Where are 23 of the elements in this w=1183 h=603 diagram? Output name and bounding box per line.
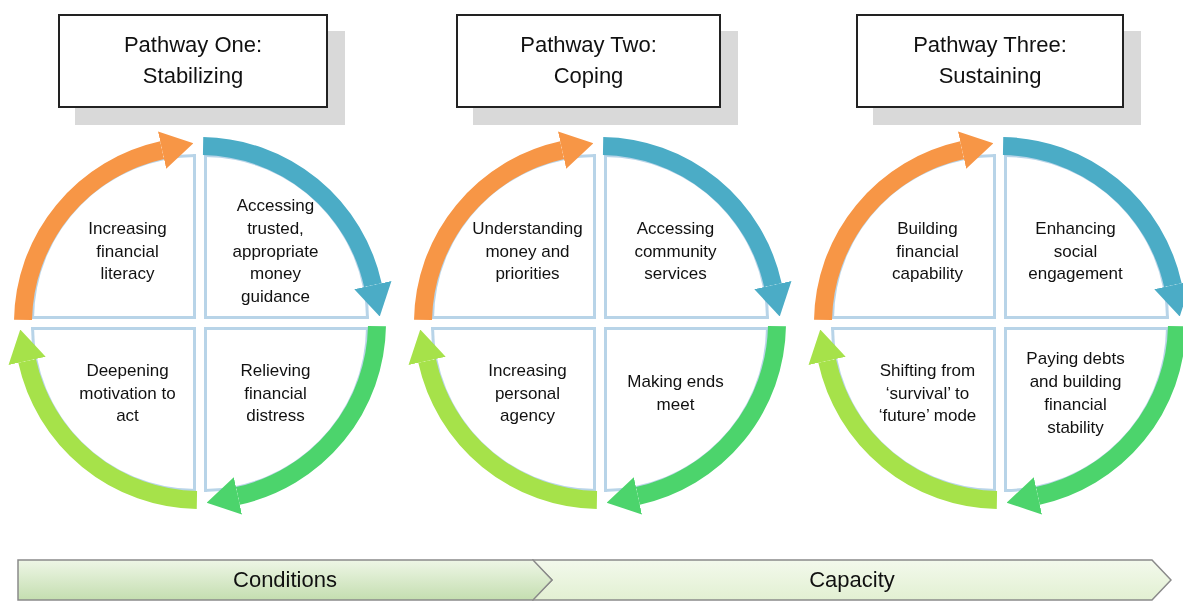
quadrant-label: Enhancing social engagement (1027, 217, 1124, 286)
quadrant-label: Accessing trusted, appropriate money guidance (231, 194, 320, 309)
chevron-label: Capacity (809, 567, 895, 593)
quadrant-label: Paying debts and building financial stability (1025, 348, 1126, 439)
quadrant-label: Increasing personal agency (487, 359, 568, 428)
quadrant-label: Relieving financial distress (239, 359, 312, 428)
chevron-bar (17, 559, 553, 601)
pathway-title-box: Pathway One: Stabilizing (58, 14, 328, 108)
quadrant-label: Deepening motivation to act (78, 359, 177, 428)
chevron-label: Conditions (233, 567, 337, 593)
cycle-arrow (408, 330, 598, 509)
cycle-arrow (8, 330, 198, 509)
cycle-arrow (14, 131, 193, 321)
cycle-arrow (808, 330, 998, 509)
chevron-bar (532, 559, 1172, 601)
pathway-title-box: Pathway Three: Sustaining (856, 14, 1124, 108)
quadrant-label: Understanding money and priorities (471, 217, 584, 286)
quadrant-label: Increasing financial literacy (87, 217, 168, 286)
pathway-title-box: Pathway Two: Coping (456, 14, 721, 108)
quadrant-label: Making ends meet (626, 371, 725, 416)
quadrant-label: Building financial capability (891, 217, 964, 286)
quadrant-label: Accessing community services (633, 217, 718, 286)
quadrant-label: Shifting from ‘survival’ to ‘future’ mode (877, 359, 978, 428)
